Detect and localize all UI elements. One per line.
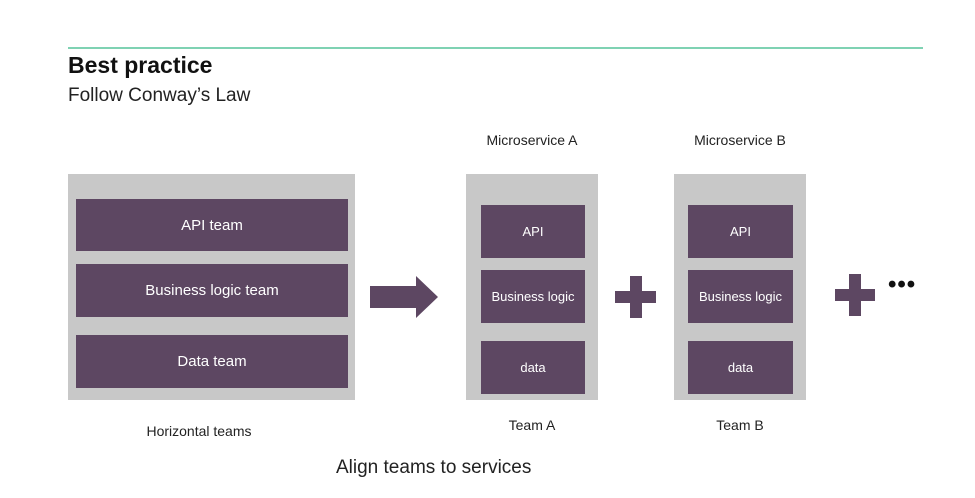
microservice-a-panel: API Business logic data: [466, 174, 598, 400]
horizontal-teams-panel: API team Business logic team Data team: [68, 174, 355, 400]
diagram-caption: Align teams to services: [336, 457, 532, 478]
header-rule: [68, 47, 923, 49]
data-team-block: Data team: [76, 335, 348, 388]
microservice-a-business-logic-block: Business logic: [481, 270, 585, 323]
microservice-b-api-block: API: [688, 205, 793, 258]
microservice-b-title: Microservice B: [694, 132, 786, 148]
page-title: Best practice: [68, 52, 213, 78]
microservice-b-data-block: data: [688, 341, 793, 394]
microservice-a-api-block: API: [481, 205, 585, 258]
page-subtitle: Follow Conway’s Law: [68, 85, 251, 106]
team-a-label: Team A: [508, 417, 556, 433]
microservice-b-panel: API Business logic data: [674, 174, 806, 400]
microservice-a-data-block: data: [481, 341, 585, 394]
ellipsis-more: •••: [888, 271, 917, 298]
api-team-block: API team: [76, 199, 348, 251]
team-b-label: Team B: [716, 417, 764, 433]
business-logic-team-block: Business logic team: [76, 264, 348, 317]
horizontal-teams-label: Horizontal teams: [146, 423, 252, 439]
plus-icon: [615, 276, 656, 318]
microservice-b-business-logic-block: Business logic: [688, 270, 793, 323]
microservice-a-title: Microservice A: [486, 132, 578, 148]
right-arrow-icon: [370, 276, 438, 318]
plus-icon: [835, 274, 875, 316]
